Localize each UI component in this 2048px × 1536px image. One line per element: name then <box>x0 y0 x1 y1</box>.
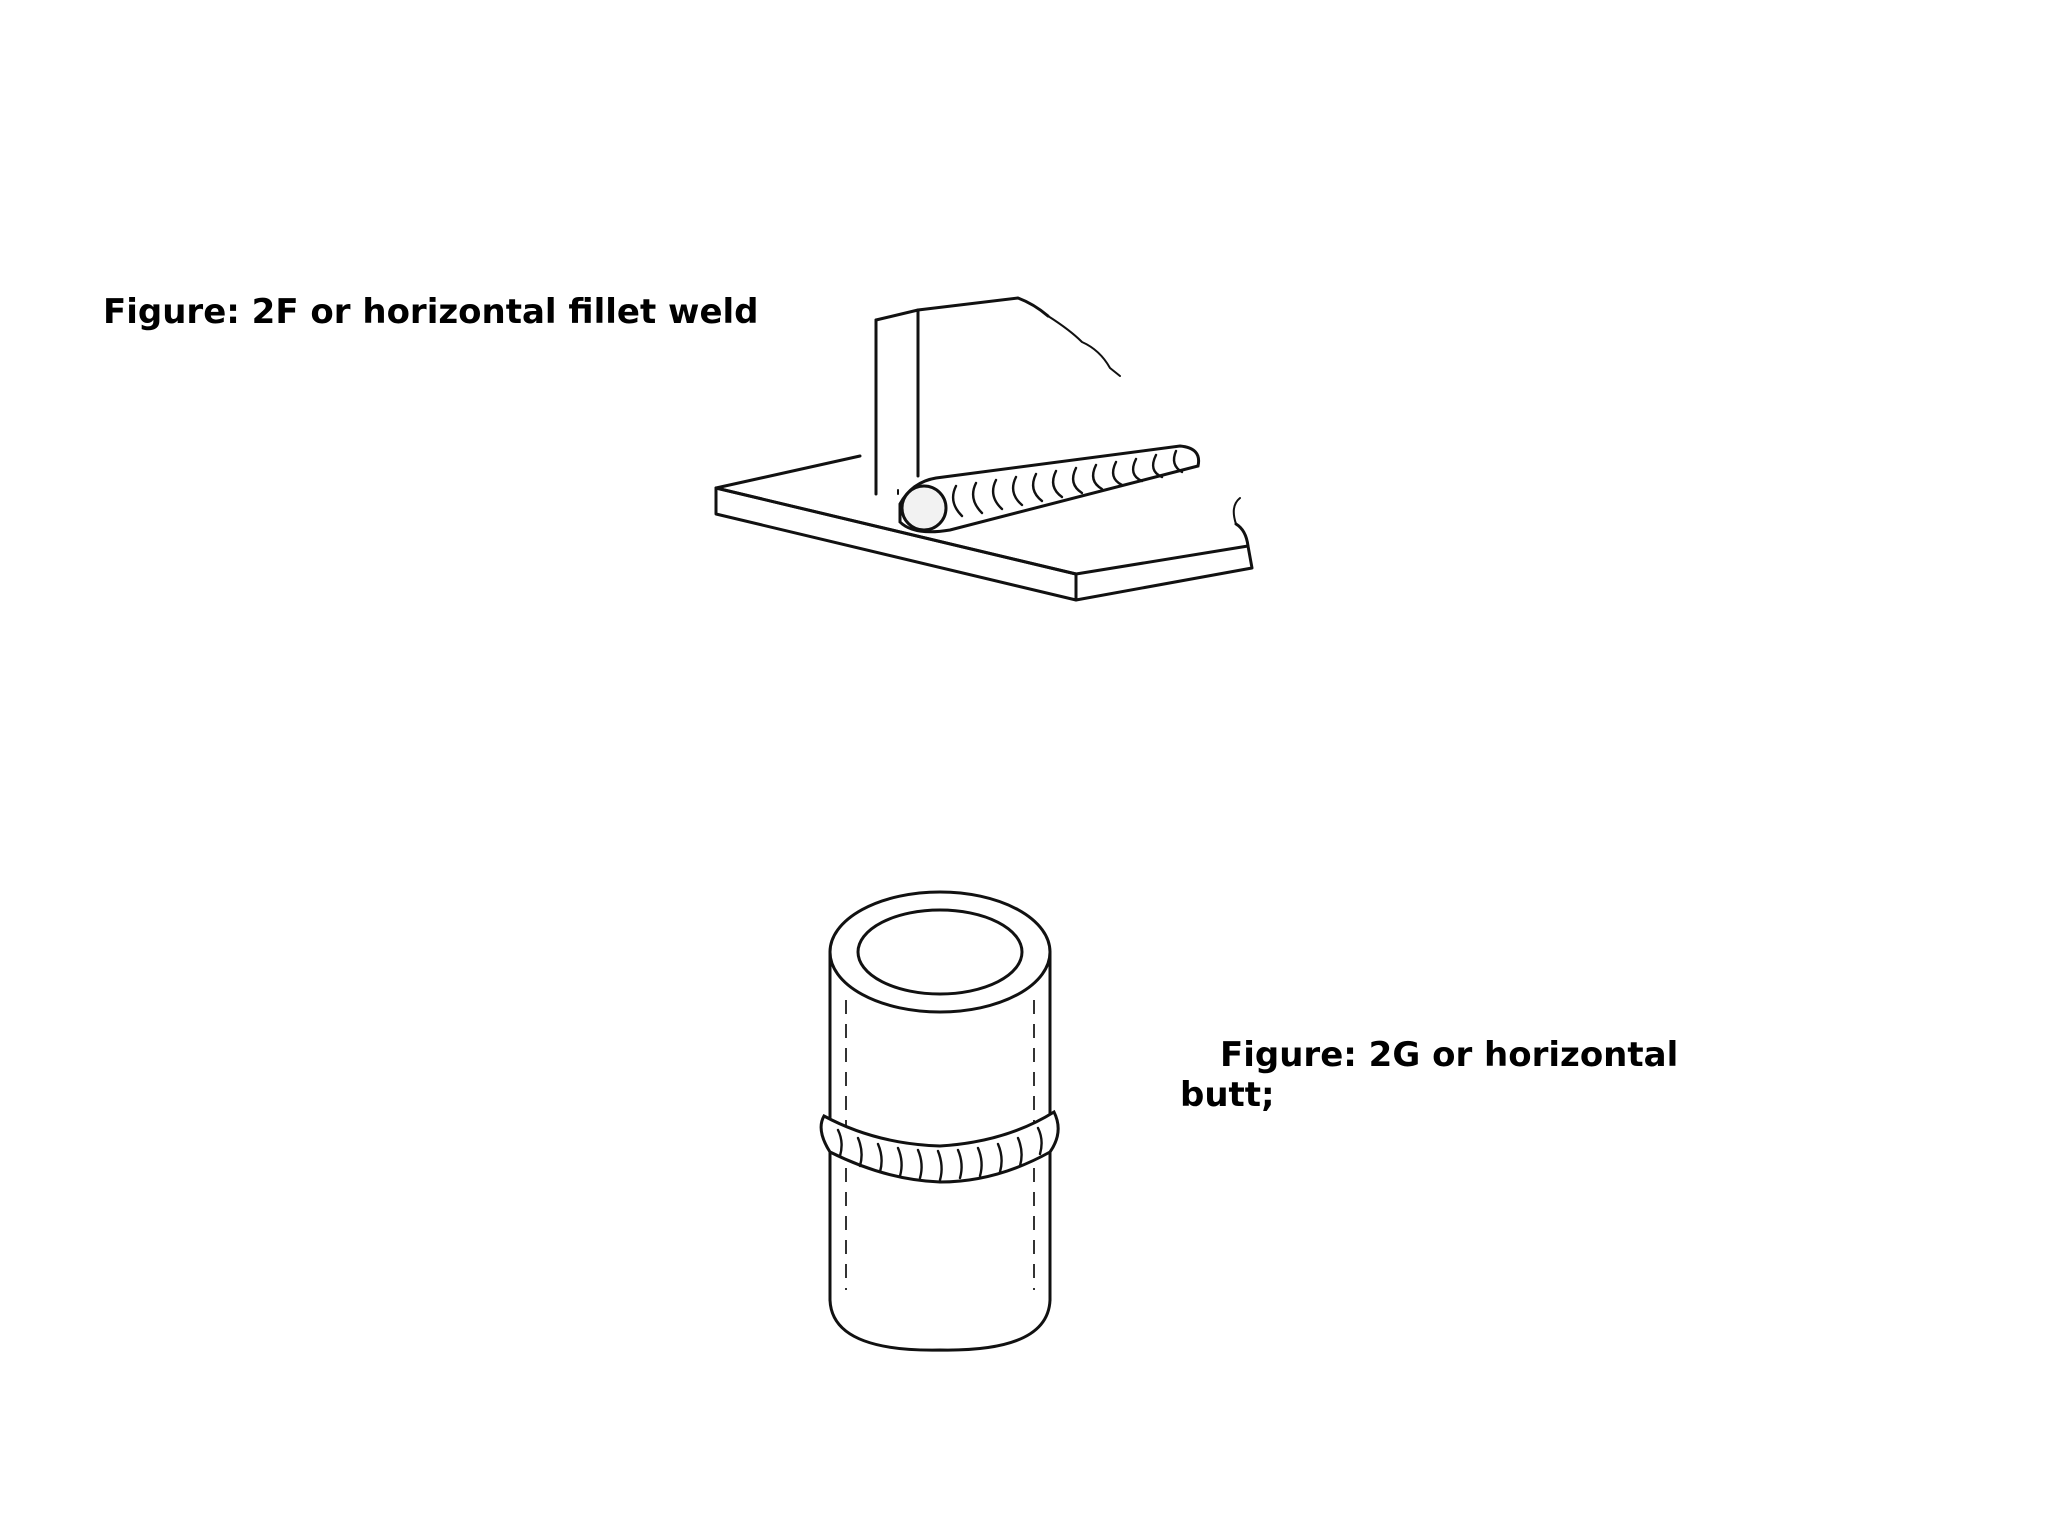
figure-2f-caption: Figure: 2F or horizontal fillet weld <box>103 292 759 332</box>
fillet-weld-drawing <box>714 296 1254 602</box>
figure-2g-caption-line1: Figure: 2G or horizontal <box>1220 1035 1679 1075</box>
pipe-drawing <box>819 890 1060 1352</box>
base-plate <box>714 454 1254 602</box>
pipe-butt-weld-bead <box>819 1109 1060 1184</box>
figure-2g-caption-line2: butt; <box>1180 1075 1275 1115</box>
pipe-body <box>828 890 1052 1352</box>
pipe-butt-weld-illustration <box>810 880 1070 1364</box>
fillet-weld-illustration <box>700 280 1280 624</box>
figure-2g-caption: Figure: 2G or horizontal butt; <box>1180 1035 1678 1115</box>
weld-end-cross-section <box>900 484 948 532</box>
fillet-weld-bead <box>898 444 1201 534</box>
vertical-plate <box>874 296 1121 496</box>
